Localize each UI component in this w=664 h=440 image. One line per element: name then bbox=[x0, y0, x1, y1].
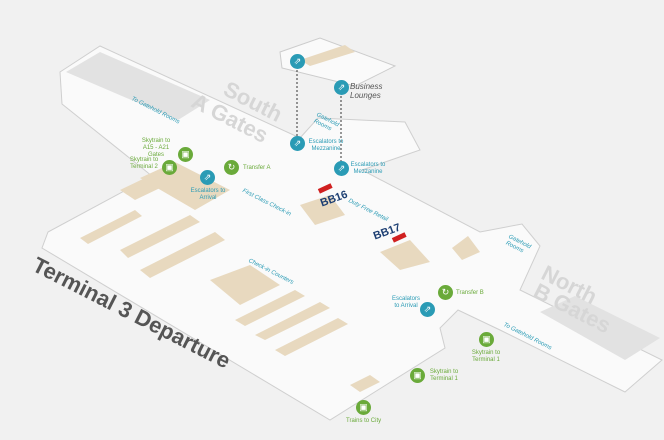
floor bbox=[41, 45, 663, 421]
skytrain-t1-label: Skytrain to Terminal 1 bbox=[471, 350, 501, 363]
tan-areas bbox=[80, 45, 480, 392]
business-lounges-label: Business Lounges bbox=[350, 82, 383, 100]
escalators-arrival-2-label: Escalators to Arrival bbox=[391, 296, 420, 309]
escalator-icon[interactable]: ⇗ bbox=[334, 161, 349, 176]
transfer-b-label: Transfer B bbox=[456, 290, 484, 296]
gate-bridge-bb17 bbox=[391, 232, 407, 243]
skytrain-icon[interactable]: ▣ bbox=[178, 147, 193, 162]
skytrain-t2-label: Skytrain to Terminal 2 bbox=[129, 157, 159, 170]
trains-to-city-label: Trains to City bbox=[346, 418, 382, 424]
skytrain-icon[interactable]: ▣ bbox=[162, 160, 177, 175]
escalator-icon[interactable]: ⇗ bbox=[200, 170, 215, 185]
escalator-icon[interactable]: ⇗ bbox=[290, 136, 305, 151]
transfer-icon[interactable]: ↻ bbox=[438, 285, 453, 300]
skytrain-a-gates-label: Skytrain to A15 - A21 Gates bbox=[141, 138, 171, 158]
escalators-arrival-1-label: Escalators to Arrival bbox=[190, 188, 226, 201]
skytrain-t1-label-2: Skytrain to Terminal 1 bbox=[429, 369, 459, 382]
mezzanine-lounge bbox=[279, 37, 397, 87]
transfer-icon[interactable]: ↻ bbox=[224, 160, 239, 175]
escalator-icon[interactable]: ⇗ bbox=[290, 54, 305, 69]
transfer-a-label: Transfer A bbox=[243, 165, 271, 171]
gate-bridge-bb16 bbox=[317, 183, 333, 194]
skytrain-icon[interactable]: ▣ bbox=[410, 368, 425, 383]
escalator-icon[interactable]: ⇗ bbox=[334, 80, 349, 95]
escalators-mezzanine-1-label: Escalators to Mezzanine bbox=[308, 139, 344, 152]
escalators-mezzanine-2-label: Escalators to Mezzanine bbox=[350, 162, 386, 175]
escalator-icon[interactable]: ⇗ bbox=[420, 302, 435, 317]
skytrain-icon[interactable]: ▣ bbox=[479, 332, 494, 347]
train-icon[interactable]: ▣ bbox=[356, 400, 371, 415]
north-walkway bbox=[540, 296, 660, 360]
south-walkway bbox=[66, 52, 210, 120]
